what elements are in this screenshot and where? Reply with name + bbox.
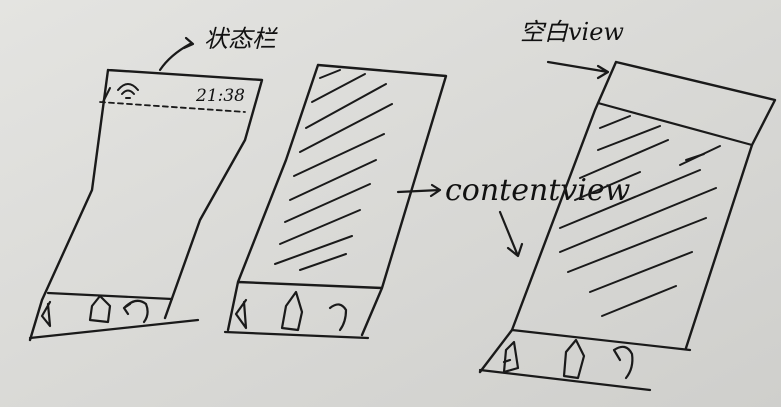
contentview-annotation: contentview <box>396 173 631 258</box>
contentview-arrow-left <box>396 183 442 198</box>
contentview-label: contentview <box>445 173 631 208</box>
phone-1-outline <box>28 68 264 342</box>
phone-2-outline <box>226 63 448 337</box>
status-bar-separator <box>99 101 246 113</box>
home-icon <box>280 290 304 332</box>
blank-view-label: 空白view <box>520 18 624 46</box>
phone-3-bottom-edge <box>478 368 652 392</box>
phone-3-outline <box>478 60 777 374</box>
signal-icon <box>102 83 139 103</box>
phone-sketch-3 <box>478 60 777 392</box>
recent-icon <box>328 303 348 332</box>
phone-3-content-hatching <box>559 115 721 317</box>
blank-view-annotation: 空白view <box>520 18 624 80</box>
home-icon <box>88 294 112 324</box>
phone-2-bottom-edge <box>223 330 370 340</box>
back-icon <box>40 300 52 328</box>
back-icon <box>234 298 248 330</box>
blank-view-separator <box>596 101 754 147</box>
phone-1-navbar-top <box>46 291 174 301</box>
status-bar-time: 21:38 <box>195 86 245 106</box>
phone-1-bottom-edge <box>28 318 200 340</box>
blank-view-arrow <box>546 60 610 80</box>
status-bar-arrow <box>158 36 195 72</box>
status-bar-label: 状态栏 <box>204 25 278 53</box>
phone-sketch-1: 21:38 <box>28 68 264 342</box>
back-icon <box>502 340 520 374</box>
phone-2-content-hatching <box>274 69 393 271</box>
recent-icon <box>122 299 149 324</box>
contentview-arrow-down <box>498 210 524 258</box>
status-bar-annotation: 状态栏 <box>158 25 278 72</box>
home-icon <box>562 338 586 380</box>
phone-sketch-2 <box>223 63 448 340</box>
phone-3-navbar-top <box>510 328 692 352</box>
recent-icon <box>612 345 634 380</box>
